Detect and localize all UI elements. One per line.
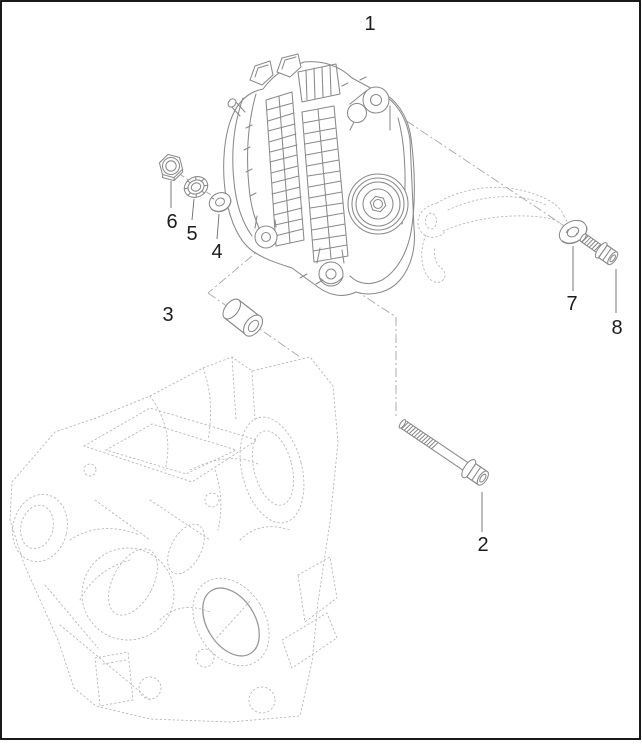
callout-6: 6	[166, 211, 177, 233]
callout-2: 2	[477, 534, 488, 556]
alternator-bottom-lug	[316, 247, 345, 287]
bolt-short-drawing	[579, 233, 619, 266]
bolt-long-drawing	[398, 419, 489, 486]
washer-drawing	[208, 192, 232, 213]
alternator-fins-center	[301, 105, 349, 263]
callouts: 1 2 3 4 5 6 7 8	[162, 13, 622, 556]
alternator-left-foot	[254, 215, 278, 249]
leader-lines	[170, 181, 617, 532]
alternator-terminals	[249, 53, 302, 86]
alternator-front-bracket	[349, 89, 415, 285]
alternator-drawing	[223, 53, 415, 296]
washer-7-drawing	[558, 219, 588, 245]
engine-block-drawing	[9, 356, 339, 723]
nut-drawing	[158, 153, 184, 182]
alternator-fins-left	[265, 91, 305, 247]
adjust-bracket-drawing	[417, 187, 567, 283]
leader-line-5	[191, 198, 195, 221]
callout-7: 7	[566, 293, 577, 315]
callout-3: 3	[162, 304, 173, 326]
leader-line-4	[216, 213, 220, 240]
callout-5: 5	[186, 223, 197, 245]
alternator-pulley	[347, 173, 409, 235]
callout-8: 8	[611, 317, 622, 339]
alternator-mounting-ear	[346, 86, 391, 131]
lock-washer-drawing	[183, 176, 209, 198]
spacer-drawing	[222, 298, 264, 337]
callout-1: 1	[364, 13, 375, 35]
callout-4: 4	[211, 241, 222, 263]
